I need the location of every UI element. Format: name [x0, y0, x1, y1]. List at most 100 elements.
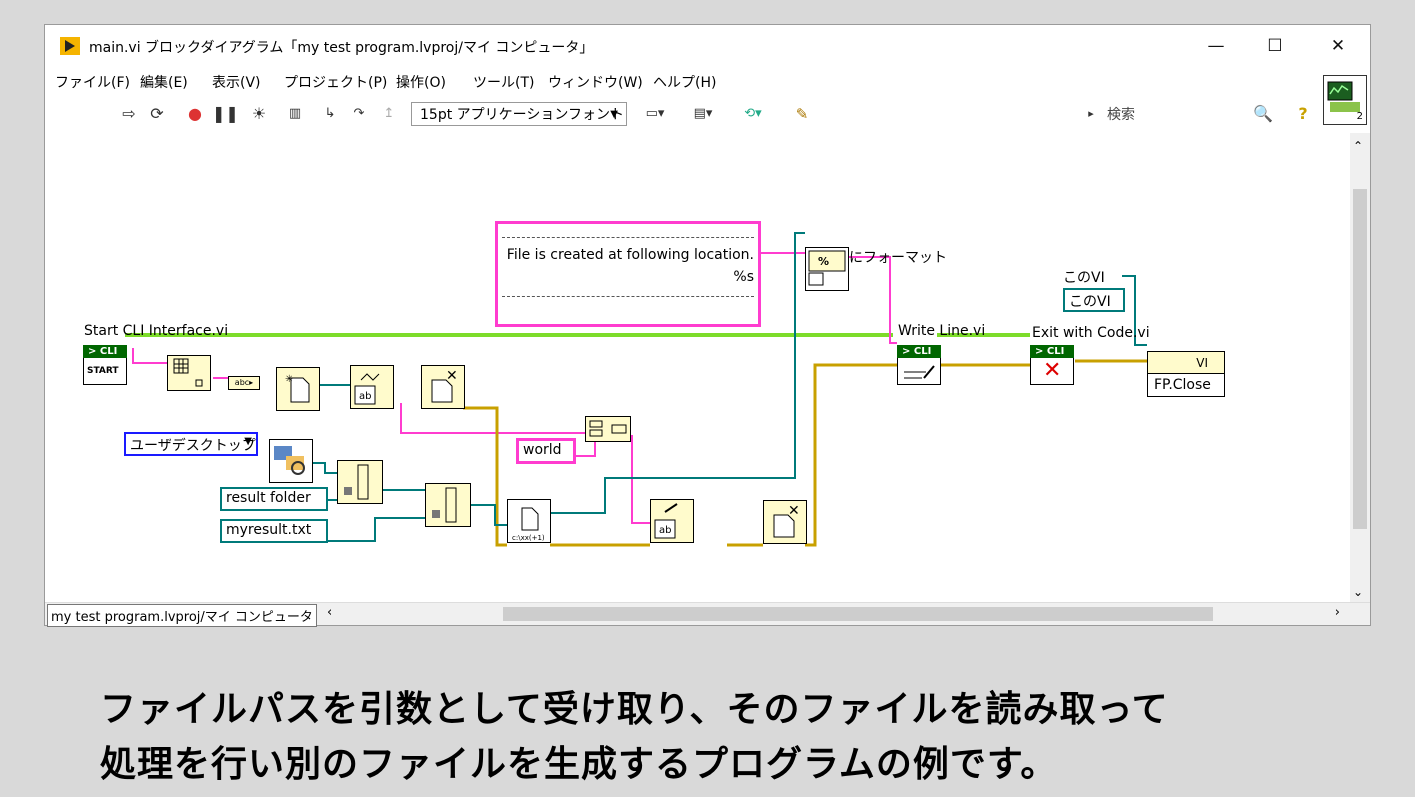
svg-text:✕: ✕: [788, 503, 800, 519]
path-wire-5: [470, 504, 507, 526]
caption-line-2: 処理を行い別のファイルを生成するプログラムの例です。: [100, 744, 1058, 785]
menu-edit[interactable]: 編集(E): [140, 75, 188, 91]
wire-layer: [125, 232, 1147, 547]
get-system-dir-node[interactable]: [269, 439, 313, 483]
ref-wire: [1122, 275, 1147, 346]
open-create-file-node[interactable]: c:\xx(+1): [507, 499, 551, 543]
read-text-icon: ab: [354, 373, 380, 405]
exit-code-label: Exit with Code.vi: [1032, 325, 1150, 341]
horizontal-scroll-thumb[interactable]: [503, 607, 1213, 621]
fp-close-node[interactable]: VI FP.Close: [1147, 351, 1225, 397]
block-diagram-canvas[interactable]: File is created at following location. %…: [45, 133, 1352, 603]
scroll-right-icon[interactable]: ›: [1334, 605, 1340, 620]
search-icon[interactable]: 🔍: [1253, 104, 1273, 123]
align-objects-icon[interactable]: ▭▾: [645, 106, 665, 121]
start-string-wire: [132, 348, 167, 364]
close-file-icon: ✕: [773, 503, 800, 538]
font-select-value: 15pt アプリケーションフォント: [420, 107, 624, 123]
cleanup-diagram-icon[interactable]: ✎: [795, 105, 809, 123]
format-into-string-node[interactable]: %: [805, 247, 849, 291]
start-cli-node[interactable]: > CLI START: [83, 345, 127, 385]
result-folder-constant[interactable]: result folder: [220, 487, 328, 511]
start-text: START: [87, 366, 119, 376]
array-node[interactable]: [167, 355, 211, 391]
vi-icon[interactable]: 2: [1323, 75, 1367, 125]
toolbar: ⇨ ⟳ ● ❚❚ ☀ ▥ ↳ ↷ ↥ 15pt アプリケーションフォント ▼ ▭…: [45, 97, 1370, 133]
close-file-node[interactable]: ✕: [421, 365, 465, 409]
maximize-button[interactable]: ☐: [1267, 36, 1283, 56]
menu-file[interactable]: ファイル(F): [55, 75, 130, 91]
scroll-down-icon[interactable]: ⌄: [1353, 585, 1364, 599]
error-wire-4: [805, 363, 897, 547]
format-icon: %: [808, 250, 846, 286]
open-file-icon: c:\xx(+1): [512, 507, 545, 542]
font-select[interactable]: 15pt アプリケーションフォント ▼: [411, 102, 627, 126]
retain-wire-values-icon[interactable]: ▥: [288, 106, 302, 121]
string-constant[interactable]: File is created at following location. %…: [495, 221, 761, 327]
read-string-wire: [400, 403, 585, 434]
string-line-2: %s: [733, 269, 754, 285]
scroll-up-icon[interactable]: ⌃: [1353, 139, 1364, 153]
step-out-icon[interactable]: ↥: [383, 106, 395, 121]
labview-icon: [60, 37, 80, 55]
write-line-label: Write Line.vi: [898, 323, 986, 339]
search-expand-icon[interactable]: ▸: [1088, 107, 1094, 120]
path-wire-1: [310, 462, 337, 474]
concatenate-node[interactable]: [585, 416, 631, 442]
horizontal-scrollbar[interactable]: my test program.lvproj/マイ コンピュータ ‹ ›: [45, 602, 1370, 627]
menu-tools[interactable]: ツール(T): [473, 75, 535, 91]
world-constant[interactable]: world: [516, 438, 576, 464]
pencil-icon: [904, 365, 935, 379]
build-path-node-2[interactable]: [425, 483, 471, 527]
run-continuously-icon[interactable]: ⟳: [150, 104, 164, 123]
vertical-scrollbar[interactable]: ⌃ ⌄: [1350, 133, 1370, 603]
this-vi-label: このVI: [1063, 270, 1105, 286]
menu-operate[interactable]: 操作(O): [396, 75, 446, 91]
title-bar: main.vi ブロックダイアグラム「my test program.lvpro…: [45, 25, 1370, 67]
minimize-button[interactable]: —: [1207, 36, 1225, 56]
menu-window[interactable]: ウィンドウ(W): [548, 75, 643, 91]
search-input[interactable]: 検索: [1107, 107, 1135, 123]
close-button[interactable]: ✕: [1330, 36, 1346, 56]
build-path-node-1[interactable]: [337, 460, 383, 504]
cli-tag: > CLI: [83, 345, 127, 358]
write-text-icon: ab: [654, 503, 678, 539]
menu-help[interactable]: ヘルプ(H): [653, 75, 717, 91]
svg-text:✕: ✕: [446, 368, 458, 384]
this-vi-reference[interactable]: このVI: [1063, 288, 1125, 312]
highlight-bulb-icon[interactable]: ☀: [251, 104, 267, 123]
pause-icon[interactable]: ❚❚: [212, 104, 239, 123]
menu-view[interactable]: 表示(V): [212, 75, 261, 91]
abort-icon[interactable]: ●: [188, 104, 202, 123]
start-cli-label: Start CLI Interface.vi: [84, 323, 229, 339]
vertical-scroll-thumb[interactable]: [1353, 189, 1367, 529]
step-into-icon[interactable]: ↳: [324, 106, 336, 121]
read-file-node[interactable]: ab: [350, 365, 394, 409]
close-file-icon: ✕: [431, 368, 458, 403]
user-desktop-select[interactable]: ユーザデスクトップ▼: [124, 432, 258, 456]
fp-close-header: VI: [1148, 352, 1224, 374]
create-path-node[interactable]: ✳: [276, 367, 320, 411]
close-file-node-2[interactable]: ✕: [763, 500, 807, 544]
write-line-node[interactable]: > CLI: [897, 345, 941, 385]
write-text-node[interactable]: ab: [650, 499, 694, 543]
cli-tag: > CLI: [1030, 345, 1074, 358]
caption-line-1: ファイルパスを引数として受け取り、そのファイルを読み取って: [100, 689, 1169, 730]
vi-icon-graphic: [1327, 81, 1360, 112]
menu-project[interactable]: プロジェクト(P): [284, 75, 388, 91]
exit-code-node[interactable]: > CLI ✕: [1030, 345, 1074, 385]
exit-x-icon: ✕: [1043, 358, 1062, 383]
help-button[interactable]: ?: [1298, 104, 1308, 123]
distribute-objects-icon[interactable]: ▤▾: [693, 106, 713, 121]
run-arrow-icon[interactable]: ⇨: [122, 104, 136, 123]
path-wire-6: [550, 232, 805, 514]
index-string-node[interactable]: abc▸: [228, 376, 260, 390]
chevron-down-icon: ▼: [244, 436, 252, 447]
reorder-icon[interactable]: ⟲▾: [744, 106, 762, 121]
new-file-icon: ✳: [285, 374, 310, 403]
svg-text:✳: ✳: [285, 374, 293, 385]
myresult-constant[interactable]: myresult.txt: [220, 519, 328, 543]
step-over-icon[interactable]: ↷: [353, 106, 365, 121]
context-number: 2: [1356, 111, 1363, 122]
scroll-left-icon[interactable]: ‹: [327, 605, 333, 620]
